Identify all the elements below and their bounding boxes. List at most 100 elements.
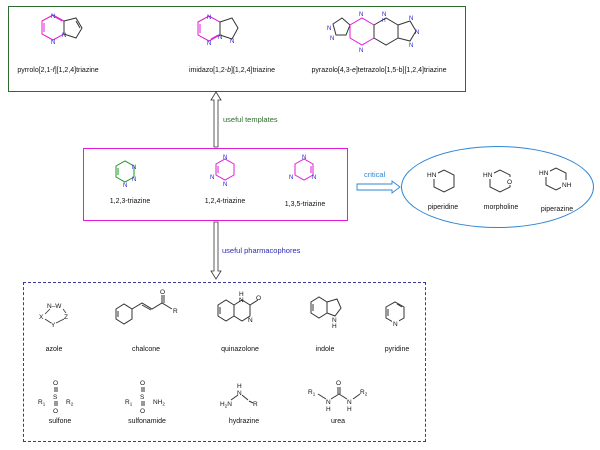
svg-text:N: N — [239, 297, 244, 304]
pharmacophores-box — [23, 282, 426, 442]
templates-arrow-label: useful templates — [223, 115, 278, 124]
svg-text:N: N — [210, 175, 214, 181]
svg-text:N: N — [415, 30, 419, 36]
svg-text:NH2: NH2 — [153, 399, 165, 407]
pyrrolo-triazine-structure: N N N — [41, 14, 83, 46]
svg-text:R1: R1 — [125, 399, 133, 407]
hydrazine-label: hydrazine — [228, 418, 260, 425]
chalcone-structure: O R — [115, 289, 178, 325]
svg-text:N: N — [382, 12, 386, 18]
triazine-123-label: 1,2,3-triazine — [109, 198, 151, 205]
svg-text:N: N — [207, 15, 211, 21]
svg-text:NH: NH — [562, 182, 572, 189]
svg-text:HN: HN — [539, 170, 549, 177]
pyrrolo-triazine-label: pyrrolo[2,1-f][1,2,4]triazine — [17, 67, 99, 74]
svg-text:N: N — [51, 14, 55, 20]
svg-text:HN: HN — [483, 172, 493, 179]
svg-text:N: N — [332, 317, 337, 324]
triazine-135-label: 1,3,5-triazine — [284, 201, 326, 208]
svg-text:R2: R2 — [66, 399, 74, 407]
indole-structure: N H — [310, 296, 342, 330]
svg-text:N: N — [327, 26, 331, 32]
svg-text:S: S — [140, 394, 145, 401]
svg-text:O: O — [53, 408, 58, 415]
svg-text:N: N — [248, 317, 253, 324]
sulfone-label: sulfone — [48, 418, 72, 425]
svg-text:N: N — [347, 399, 352, 406]
svg-text:O: O — [160, 289, 165, 296]
svg-text:HN: HN — [427, 172, 437, 179]
svg-text:N: N — [312, 175, 316, 181]
triazine-124-label: 1,2,4-triazine — [204, 198, 246, 205]
indole-label: indole — [315, 346, 335, 353]
svg-text:N: N — [359, 48, 363, 54]
triazine-box — [83, 148, 348, 221]
svg-text:N: N — [230, 39, 234, 45]
svg-text:N: N — [326, 399, 331, 406]
svg-text:N–W: N–W — [47, 303, 62, 310]
templates-arrow — [210, 91, 222, 148]
svg-text:X: X — [39, 314, 44, 321]
svg-text:N: N — [330, 36, 334, 42]
svg-text:N: N — [123, 183, 127, 189]
pyrazolo-tetrazolo-triazine-label: pyrazolo[4,3-e]tetrazolo[1,5-b][1,2,4]tr… — [311, 67, 447, 74]
svg-text:N: N — [207, 41, 211, 47]
piperazine-structure: HN NH — [538, 167, 574, 191]
svg-text:H2N: H2N — [220, 401, 232, 409]
urea-label: urea — [330, 418, 346, 425]
svg-text:H: H — [382, 18, 386, 24]
svg-text:O: O — [140, 408, 145, 415]
svg-text:N: N — [62, 33, 66, 39]
svg-text:N: N — [409, 43, 413, 49]
pyrazolo-tetrazolo-triazine-structure: N N H N N N N N N — [327, 12, 419, 54]
svg-text:O: O — [53, 380, 58, 387]
svg-text:N: N — [359, 12, 363, 18]
triazine-123-structure: N N N — [115, 160, 136, 189]
svg-text:R1: R1 — [308, 389, 316, 397]
svg-text:N: N — [409, 16, 413, 22]
imidazo-triazine-label: imidazo[1,2-b][1,2,4]triazine — [188, 67, 276, 74]
svg-text:N: N — [132, 165, 136, 171]
svg-text:N: N — [302, 155, 306, 161]
svg-text:N: N — [132, 177, 136, 183]
svg-text:R1: R1 — [38, 399, 46, 407]
svg-text:R2: R2 — [360, 389, 368, 397]
svg-text:Z: Z — [64, 314, 68, 321]
sulfonamide-label: sulfonamide — [128, 418, 166, 425]
morpholine-structure: HN O — [482, 169, 514, 193]
azole-structure: N–W X Z Y — [39, 303, 68, 329]
svg-text:R: R — [253, 401, 258, 408]
svg-text:H: H — [237, 383, 242, 390]
triazine-135-structure: N N N — [289, 155, 316, 181]
svg-text:N: N — [237, 390, 242, 397]
pharmacophores-arrow-label: useful pharmacophores — [222, 246, 301, 255]
svg-text:H: H — [326, 406, 331, 413]
urea-structure: O N H N H R1 R2 — [308, 380, 368, 413]
svg-text:H: H — [347, 406, 352, 413]
critical-arrow — [356, 180, 401, 194]
svg-text:H: H — [239, 291, 244, 298]
svg-text:O: O — [256, 295, 261, 302]
sulfone-structure: O S O R1 R2 — [38, 380, 74, 415]
svg-text:O: O — [140, 380, 145, 387]
piperidine-structure: HN — [426, 169, 455, 193]
critical-rings-ellipse — [401, 146, 594, 228]
pyridine-label: pyridine — [384, 346, 410, 353]
piperidine-label: piperidine — [427, 204, 459, 211]
svg-text:H: H — [332, 323, 337, 330]
chalcone-label: chalcone — [131, 346, 161, 353]
svg-text:O: O — [507, 179, 512, 186]
piperazine-label: piperazine — [540, 206, 574, 213]
critical-arrow-label: critical — [364, 170, 386, 179]
azole-label: azole — [45, 346, 63, 353]
svg-text:R: R — [173, 308, 178, 315]
svg-text:Y: Y — [51, 322, 56, 329]
pyridine-structure: N — [385, 301, 405, 328]
svg-text:N: N — [223, 155, 227, 161]
svg-text:N: N — [51, 40, 55, 46]
quinazolone-structure: H N O N — [217, 291, 261, 324]
svg-text:N: N — [393, 321, 398, 328]
hydrazine-structure: H N H2N R — [220, 383, 258, 409]
svg-text:S: S — [53, 394, 58, 401]
svg-text:N: N — [289, 175, 293, 181]
